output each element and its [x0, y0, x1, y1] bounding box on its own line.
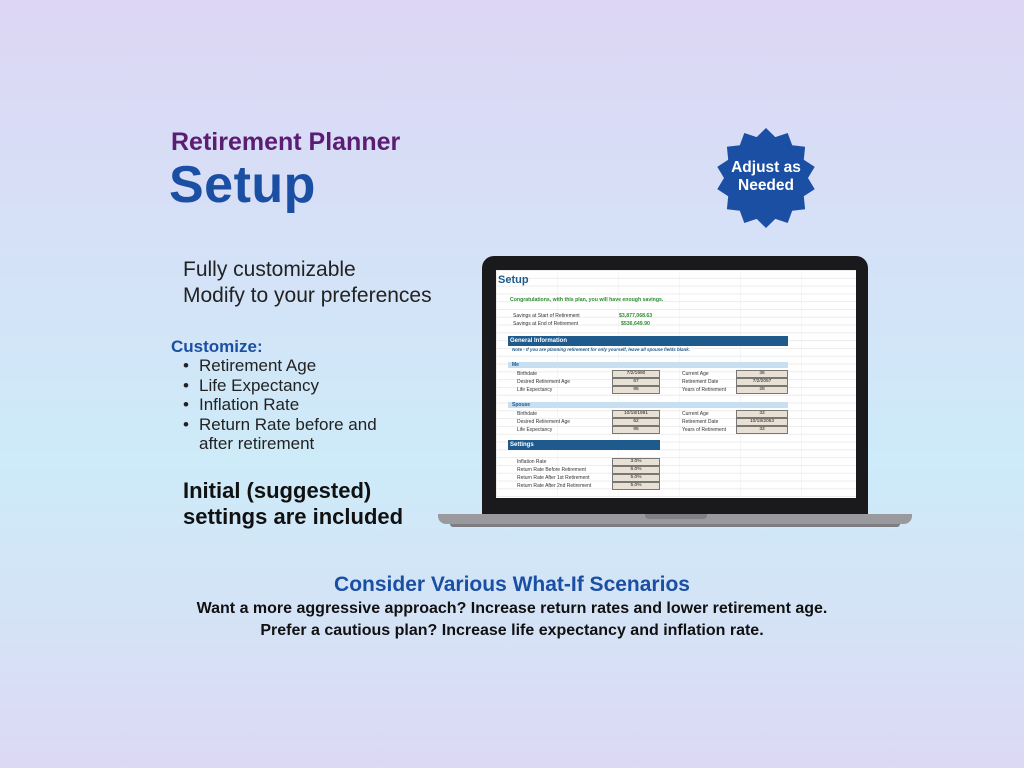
page-title: Setup — [169, 156, 316, 214]
customize-title: Customize: — [171, 337, 263, 356]
spouse-life-expectancy-label: Life Expectancy — [517, 427, 553, 433]
list-item: Inflation Rate — [183, 395, 409, 415]
me-birthdate-label: Birthdate — [517, 371, 538, 377]
return-before-cell[interactable]: 6.0% — [612, 466, 660, 474]
general-info-header: General Information — [508, 336, 788, 346]
app-subtitle: Retirement Planner — [171, 128, 401, 156]
adjust-badge: Adjust as Needed — [714, 126, 818, 230]
laptop-notch — [645, 514, 707, 519]
whatif-line-2: Prefer a cautious plan? Increase life ex… — [260, 622, 764, 639]
me-retirement-date-label: Retirement Date — [682, 379, 719, 385]
spouse-current-age-label: Current Age — [682, 411, 709, 417]
spouse-years-cell: 33 — [736, 426, 788, 434]
spouse-current-age-cell: 33 — [736, 410, 788, 418]
me-birthdate-cell[interactable]: 7/2/1990 — [612, 370, 660, 378]
savings-end-label: Savings at End of Retirement — [513, 321, 579, 327]
return-after-1st-cell[interactable]: 5.0% — [612, 474, 660, 482]
whatif-line-1: Want a more aggressive approach? Increas… — [196, 600, 828, 617]
spouse-life-expectancy-cell[interactable]: 95 — [612, 426, 660, 434]
return-before-label: Return Rate Before Retirement — [517, 467, 586, 473]
me-life-expectancy-cell[interactable]: 95 — [612, 386, 660, 394]
return-after-1st-label: Return Rate After 1st Retirement — [517, 475, 590, 481]
spouse-retirement-date-label: Retirement Date — [682, 419, 719, 425]
spouse-birthdate-label: Birthdate — [517, 411, 538, 417]
badge-text: Adjust as Needed — [714, 159, 818, 195]
savings-end-value: $536,649.90 — [621, 321, 650, 327]
settings-header: Settings — [508, 440, 660, 450]
inflation-rate-cell[interactable]: 3.0% — [612, 458, 660, 466]
me-desired-age-cell[interactable]: 67 — [612, 378, 660, 386]
return-after-2nd-cell[interactable]: 5.0% — [612, 482, 660, 490]
me-current-age-label: Current Age — [682, 371, 709, 377]
badge-line-2: Needed — [738, 177, 794, 194]
customize-list: Retirement Age Life Expectancy Inflation… — [183, 356, 409, 454]
spouse-section-header: Spouse — [508, 402, 788, 408]
me-years-label: Years of Retirement — [682, 387, 727, 393]
me-retirement-date-cell: 7/2/2057 — [736, 378, 788, 386]
initial-line-1: Initial (suggested) — [183, 478, 372, 503]
savings-start-label: Savings at Start of Retirement — [513, 313, 580, 319]
starburst-badge-icon — [717, 128, 815, 228]
me-current-age-cell: 36 — [736, 370, 788, 378]
me-section-header: Me — [508, 362, 788, 368]
badge-line-1: Adjust as — [731, 159, 801, 176]
initial-line-2: settings are included — [183, 504, 404, 529]
sheet-note: Note - If you are planning retirement fo… — [512, 347, 691, 352]
spouse-desired-age-label: Desired Retirement Age — [517, 419, 571, 425]
inflation-rate-label: Inflation Rate — [517, 459, 547, 465]
whatif-title: Consider Various What-If Scenarios — [334, 573, 690, 596]
spouse-retirement-date-cell: 10/18/2053 — [736, 418, 788, 426]
spouse-birthdate-cell[interactable]: 10/18/1991 — [612, 410, 660, 418]
me-desired-age-label: Desired Retirement Age — [517, 379, 571, 385]
laptop-base — [438, 514, 912, 524]
savings-start-value: $3,877,068.63 — [619, 313, 653, 319]
list-item: Life Expectancy — [183, 376, 409, 396]
intro-text: Fully customizable Modify to your prefer… — [183, 257, 432, 309]
spouse-desired-age-cell[interactable]: 62 — [612, 418, 660, 426]
intro-line-1: Fully customizable — [183, 258, 356, 281]
laptop-base-shadow — [450, 524, 900, 527]
return-after-2nd-label: Return Rate After 2nd Retirement — [517, 483, 592, 489]
list-item: Return Rate before and after retirement — [183, 415, 409, 454]
sheet-title: Setup — [498, 274, 529, 286]
me-life-expectancy-label: Life Expectancy — [517, 387, 553, 393]
intro-line-2: Modify to your preferences — [183, 284, 432, 307]
me-years-cell: 28 — [736, 386, 788, 394]
laptop-screen: Setup Congratulations, with this plan, y… — [496, 270, 856, 498]
initial-settings-note: Initial (suggested) settings are include… — [183, 478, 403, 530]
sheet-message: Congratulations, with this plan, you wil… — [510, 297, 664, 303]
list-item: Retirement Age — [183, 356, 409, 376]
spouse-years-label: Years of Retirement — [682, 427, 727, 433]
